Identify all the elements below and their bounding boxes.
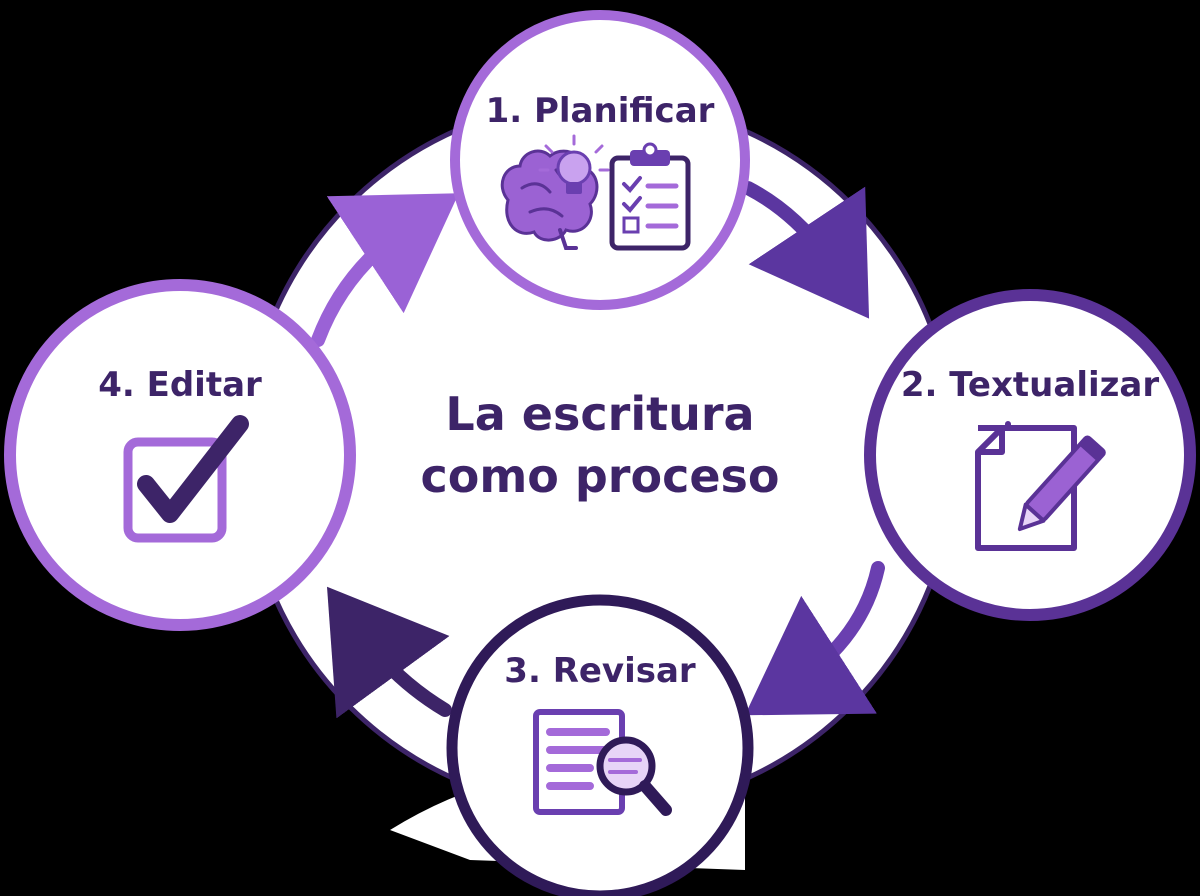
clipboard-checklist-icon bbox=[609, 142, 691, 251]
step-textualizar: 2. Textualizar bbox=[864, 289, 1196, 621]
arrow-revise-to-edit bbox=[326, 586, 452, 719]
center-title-line-2: como proceso bbox=[420, 449, 779, 503]
arrow-edit-to-plan bbox=[311, 193, 459, 347]
arrow-plan-to-text bbox=[741, 181, 870, 319]
step-planificar: 1. Planificar bbox=[450, 10, 750, 310]
step-editar: 4. Editar bbox=[4, 279, 356, 631]
document-magnifier-icon bbox=[533, 709, 672, 816]
step-planificar-label: 1. Planificar bbox=[486, 91, 715, 131]
step-textualizar-label: 2. Textualizar bbox=[901, 365, 1160, 405]
step-revisar: 3. Revisar bbox=[446, 594, 754, 896]
document-pencil-icon bbox=[975, 421, 1106, 551]
arrow-text-to-revise bbox=[744, 561, 885, 716]
step-editar-label: 4. Editar bbox=[98, 365, 262, 405]
center-title-line-1: La escritura bbox=[445, 387, 754, 441]
center-title: La escritura como proceso bbox=[420, 387, 779, 503]
step-revisar-label: 3. Revisar bbox=[504, 651, 696, 691]
lightbulb-icon bbox=[538, 134, 610, 194]
checkbox-check-icon bbox=[123, 415, 249, 543]
